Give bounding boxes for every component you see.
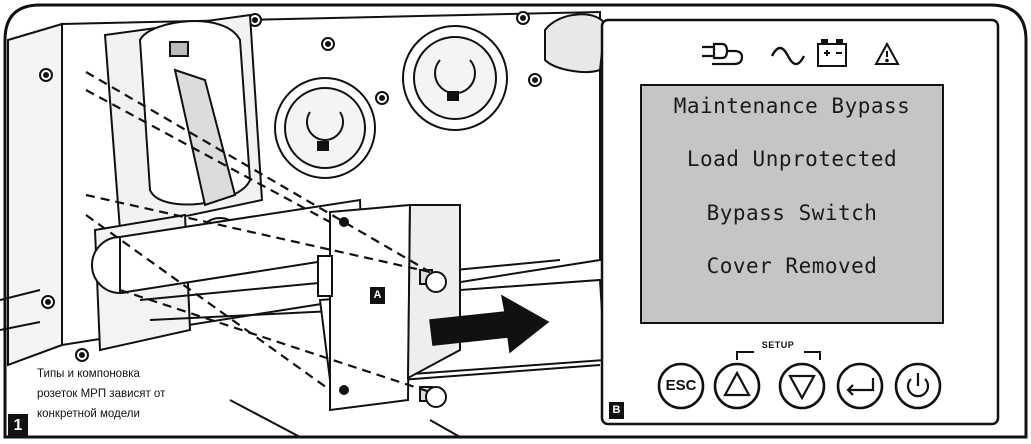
outlet-note: Типы и компоновка розеток МРП зависят от… [37,364,227,424]
esc-button [657,362,705,410]
down-button [778,362,826,410]
up-button [713,362,761,410]
ups-rear-panel [0,10,607,438]
callout-a: A [370,287,385,304]
lcd-line-2: Load Unprotected [686,147,898,171]
plug-icon [702,42,744,66]
step-number: 1 [8,414,28,437]
power-icon [906,373,930,398]
lcd-line-3: Bypass Switch [706,201,878,225]
triangle-down-icon [788,374,816,401]
triangle-up-icon [723,370,751,397]
lcd-display: Maintenance Bypass Load Unprotected Bypa… [641,85,943,323]
ac-wave-icon [770,46,806,66]
enter-icon [846,378,875,396]
esc-button-label[interactable]: ESC [665,377,697,394]
setup-label: SETUP [761,340,795,350]
removal-arrow [429,294,550,354]
lcd-line-4: Cover Removed [706,254,878,278]
warning-icon [874,41,900,65]
battery-icon [817,39,847,67]
note-line: конкретной модели [37,408,140,420]
enter-button [836,362,884,410]
button-row [657,362,942,410]
note-line: розеток МРП зависят от [37,388,166,400]
callout-b: B [609,402,624,419]
lcd-line-1: Maintenance Bypass [673,94,911,118]
alignment-guides [85,71,431,394]
lcd-screen [640,84,944,324]
setup-bracket [736,351,821,360]
note-line: Типы и компоновка [37,368,140,380]
